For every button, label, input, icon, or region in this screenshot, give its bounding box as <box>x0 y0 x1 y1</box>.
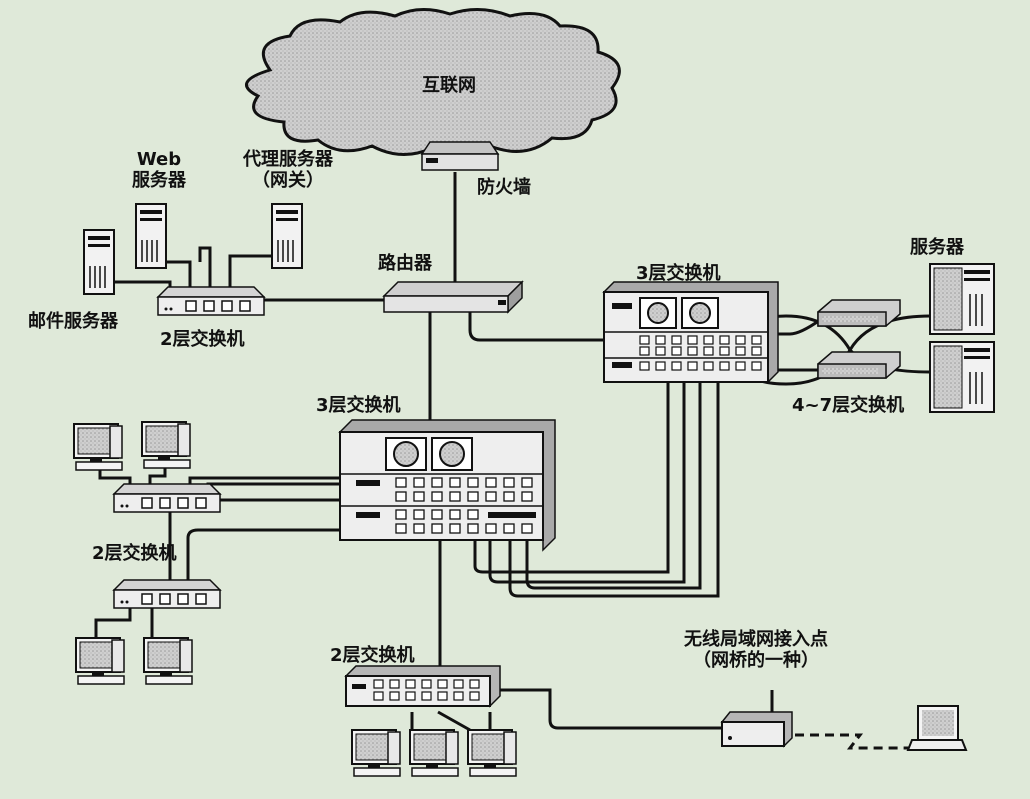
wlan-ap-label: 无线局域网接入点 （网桥的一种） <box>666 629 846 671</box>
wlan-ap-label-line1: 无线局域网接入点 <box>684 629 828 650</box>
wireless-link <box>795 733 915 750</box>
pc-top-left-1-icon <box>73 423 123 471</box>
pc-bottom-2-icon <box>409 729 459 777</box>
pc-bottom-left-1-icon <box>75 637 125 685</box>
pc-bottom-3-icon <box>467 729 517 777</box>
pc-bottom-left-2-icon <box>143 637 193 685</box>
pc-top-left-2-icon <box>141 421 191 469</box>
proxy-server-label: 代理服务器 （网关） <box>228 149 348 191</box>
web-server-icon <box>135 203 167 269</box>
laptop-icon <box>906 705 968 751</box>
server-rack-lower-icon <box>929 341 995 413</box>
l2-switch-top-label: 2层交换机 <box>160 329 245 350</box>
internet-label: 互联网 <box>422 75 476 96</box>
proxy-server-label-line1: 代理服务器 <box>243 149 333 170</box>
server-rack-upper-icon <box>929 263 995 335</box>
l3-switch-right-label: 3层交换机 <box>636 263 721 284</box>
firewall-device <box>420 141 500 171</box>
firewall-label: 防火墙 <box>477 177 531 198</box>
proxy-server-icon <box>271 203 303 269</box>
l2-switch-bottom-device <box>344 665 501 708</box>
proxy-server-label-line2: （网关） <box>252 169 324 191</box>
router-device <box>382 280 524 314</box>
l3-switch-right-device <box>602 281 779 384</box>
internet-cloud <box>245 8 621 158</box>
l2-switch-bottom-label: 2层交换机 <box>330 645 415 666</box>
wlan-ap-label-line2: （网桥的一种） <box>693 649 819 671</box>
l2-switch-left-upper-device <box>113 483 221 513</box>
l47-switch-upper-device <box>817 299 901 327</box>
l3-switch-center-label: 3层交换机 <box>316 395 401 416</box>
l2-switch-left-device <box>113 579 221 609</box>
mail-server-icon <box>83 229 115 295</box>
l3-switch-center-device <box>338 419 556 552</box>
router-label: 路由器 <box>378 253 432 274</box>
web-server-label-line1: Web <box>136 149 182 170</box>
servers-label: 服务器 <box>910 237 964 258</box>
web-server-label-line2: 服务器 <box>132 169 186 191</box>
l2-switch-top-device <box>157 286 265 316</box>
l47-switch-lower-device <box>817 351 901 379</box>
l47-switch-label: 4~7层交换机 <box>792 395 905 416</box>
web-server-label: Web 服务器 <box>124 149 194 191</box>
l2-switch-left-label: 2层交换机 <box>92 543 177 564</box>
mail-server-label: 邮件服务器 <box>28 311 118 332</box>
pc-bottom-1-icon <box>351 729 401 777</box>
wlan-access-point-device <box>720 690 793 748</box>
